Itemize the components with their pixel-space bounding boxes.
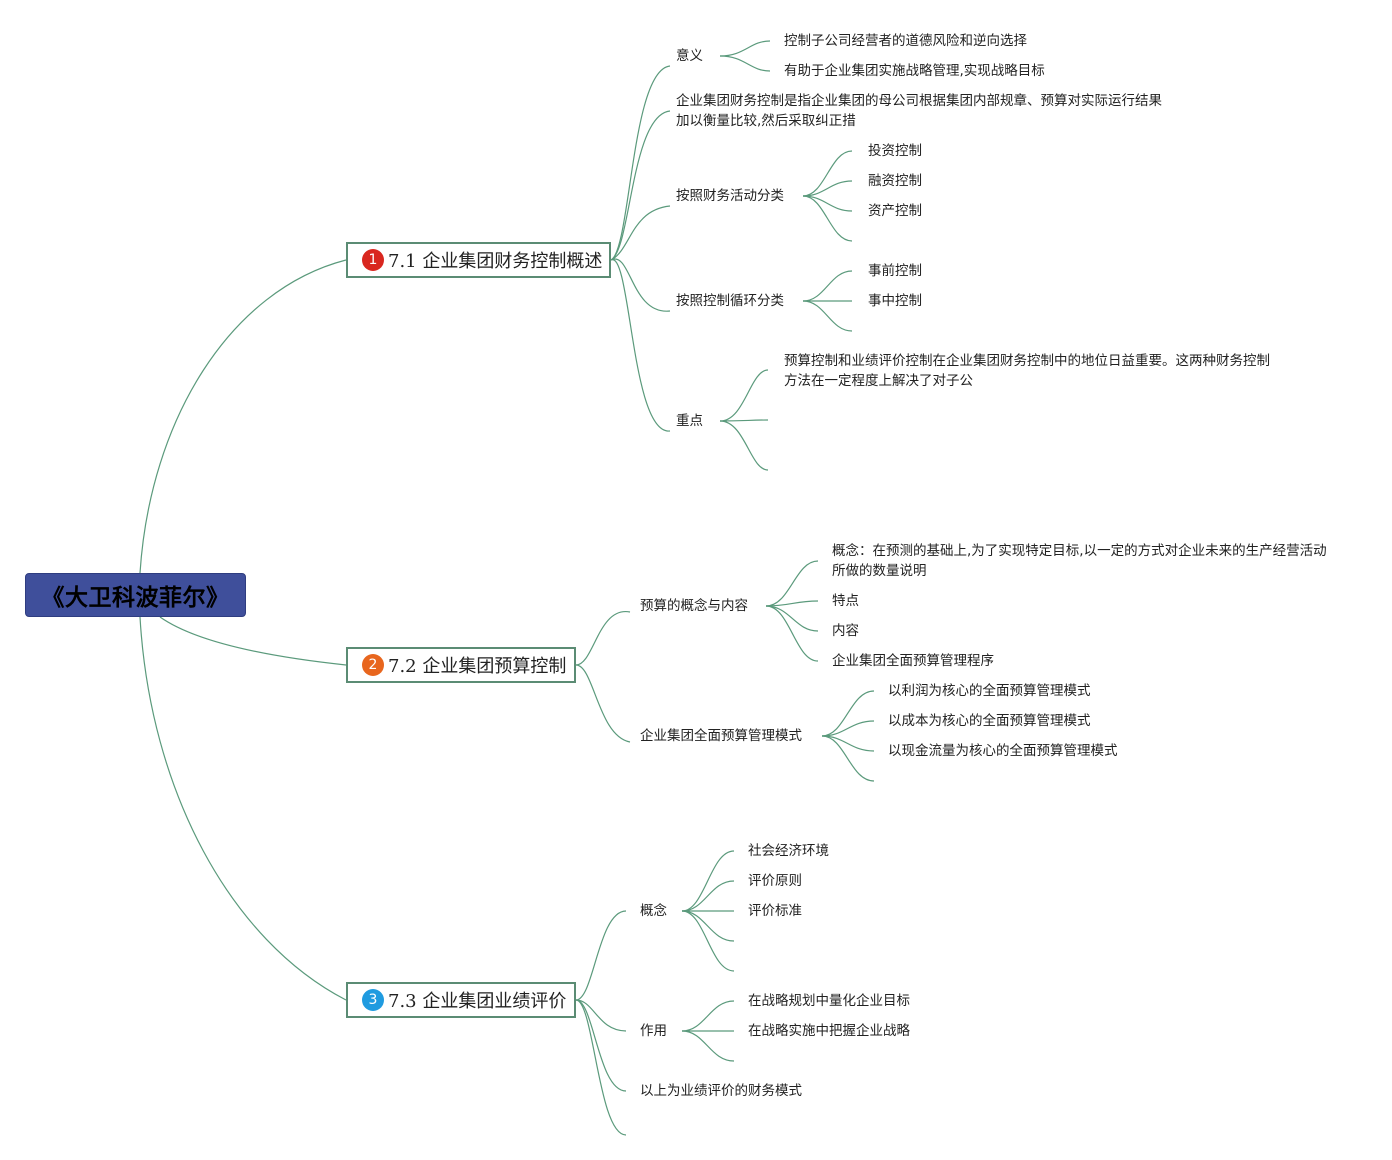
node-mode-cash[interactable]: 以现金流量为核心的全面预算管理模式 [888, 743, 1118, 759]
node-eval-standard[interactable]: 评价标准 [748, 903, 802, 919]
node-by-cycle[interactable]: 按照控制循环分类 [676, 293, 784, 309]
connector [821, 720, 875, 737]
node-invest-control[interactable]: 投资控制 [868, 143, 922, 159]
node-contents[interactable]: 内容 [832, 623, 859, 639]
node-eval-principle[interactable]: 评价原则 [748, 873, 802, 889]
connector [681, 910, 735, 972]
connector [821, 690, 875, 737]
connector [610, 65, 671, 261]
connector [159, 616, 347, 666]
connector [719, 369, 769, 422]
connector [765, 600, 819, 607]
connector [681, 1000, 735, 1032]
node-role-2[interactable]: 在战略实施中把握企业战略 [748, 1023, 910, 1039]
connector [802, 180, 853, 197]
connector [802, 195, 853, 242]
node-definition[interactable]: 企业集团财务控制是指企业集团的母公司根据集团内部规章、预算对实际运行结果加以衡量… [676, 93, 1162, 129]
node-mode-profit[interactable]: 以利润为核心的全面预算管理模式 [888, 683, 1091, 699]
connector [575, 664, 631, 743]
connector [719, 55, 771, 72]
node-focus-1[interactable]: 预算控制和业绩评价控制在企业集团财务控制中的地位日益重要。这两种财务控制方法在一… [784, 353, 1270, 389]
node-fin-mode[interactable]: 以上为业绩评价的财务模式 [640, 1083, 802, 1099]
branch-7-2[interactable]: 2 7.2 企业集团预算控制 [346, 647, 576, 683]
node-mid-control[interactable]: 事中控制 [868, 293, 922, 309]
connector [681, 880, 735, 912]
branch-7-3[interactable]: 3 7.3 企业集团业绩评价 [346, 982, 576, 1018]
connector [765, 560, 819, 607]
connector [681, 850, 735, 912]
node-social-env[interactable]: 社会经济环境 [748, 843, 829, 859]
connector [610, 258, 671, 312]
connector [575, 910, 627, 1001]
connector [139, 259, 347, 574]
node-asset-control[interactable]: 资产控制 [868, 203, 922, 219]
node-by-activity[interactable]: 按照财务活动分类 [676, 188, 784, 204]
node-role[interactable]: 作用 [640, 1023, 667, 1039]
node-meaning-1[interactable]: 控制子公司经营者的道德风险和逆向选择 [784, 33, 1027, 49]
node-finance-control[interactable]: 融资控制 [868, 173, 922, 189]
node-budget-concept[interactable]: 预算的概念与内容 [640, 598, 748, 614]
connector [765, 605, 819, 662]
branch-7-1[interactable]: 1 7.1 企业集团财务控制概述 [346, 242, 611, 278]
branch-title: 7.1 企业集团财务控制概述 [388, 251, 603, 272]
connector [802, 150, 853, 197]
connector [802, 270, 853, 302]
node-eval-concept[interactable]: 概念 [640, 903, 667, 919]
connector [575, 999, 627, 1136]
badge-3: 3 [362, 989, 384, 1011]
connector [575, 999, 627, 1092]
connector [821, 735, 875, 782]
connector [681, 1030, 735, 1062]
node-meaning[interactable]: 意义 [676, 48, 703, 64]
root-label: 《大卫科波菲尔》 [41, 585, 230, 611]
connector [575, 999, 627, 1032]
node-meaning-2[interactable]: 有助于企业集团实施战略管理,实现战略目标 [784, 63, 1045, 79]
connector [719, 420, 769, 471]
connector [575, 611, 631, 666]
branch-title: 7.2 企业集团预算控制 [388, 656, 567, 677]
connector [681, 910, 735, 942]
connector [719, 419, 769, 422]
badge-2: 2 [362, 654, 384, 676]
connector [610, 205, 671, 261]
root-topic[interactable]: 《大卫科波菲尔》 [25, 573, 246, 617]
node-budget-concept-1[interactable]: 概念：在预测的基础上,为了实现特定目标,以一定的方式对企业未来的生产经营活动所做… [832, 543, 1327, 579]
node-role-1[interactable]: 在战略规划中量化企业目标 [748, 993, 910, 1009]
node-mode-cost[interactable]: 以成本为核心的全面预算管理模式 [888, 713, 1091, 729]
connector [765, 605, 819, 632]
badge-1: 1 [362, 249, 384, 271]
node-procedure[interactable]: 企业集团全面预算管理程序 [832, 653, 994, 669]
node-focus[interactable]: 重点 [676, 413, 703, 429]
node-budget-mode[interactable]: 企业集团全面预算管理模式 [640, 728, 802, 744]
connector [802, 300, 853, 332]
branch-title: 7.3 企业集团业绩评价 [388, 991, 567, 1012]
node-features[interactable]: 特点 [832, 593, 859, 609]
connector [139, 616, 347, 1001]
connector [610, 259, 671, 432]
connector [719, 40, 771, 57]
connector [610, 110, 671, 261]
node-pre-control[interactable]: 事前控制 [868, 263, 922, 279]
